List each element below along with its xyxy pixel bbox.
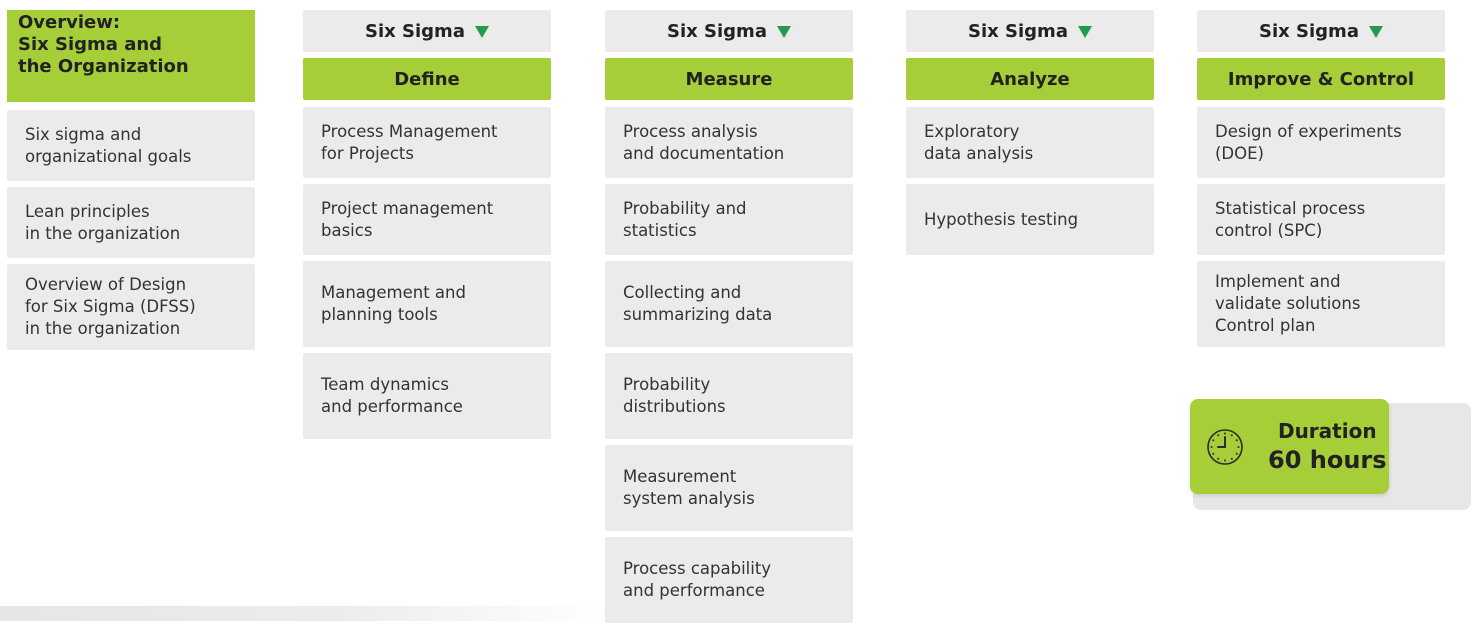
bottom-fade: [0, 606, 610, 621]
down-triangle-icon: [776, 26, 791, 38]
measure-item-collecting-data: Collecting and summarizing data: [605, 261, 853, 347]
duration-card: Duration 60 hours: [1190, 399, 1389, 494]
analyze-item-hypothesis: Hypothesis testing: [906, 184, 1154, 255]
analyze-header: Analyze: [906, 58, 1154, 100]
measure-item-probability-statistics: Probability and statistics: [605, 184, 853, 255]
define-item-process-management: Process Management for Projects: [303, 107, 551, 178]
analyze-item-exploratory: Exploratory data analysis: [906, 107, 1154, 178]
define-item-team-dynamics: Team dynamics and performance: [303, 353, 551, 439]
improve-item-doe: Design of experiments (DOE): [1197, 107, 1445, 178]
improve-item-spc: Statistical process control (SPC): [1197, 184, 1445, 255]
duration-text: Duration 60 hours: [1268, 418, 1387, 476]
measure-item-process-capability: Process capability and performance: [605, 537, 853, 623]
overview-items: Six sigma and organizational goals Lean …: [7, 110, 255, 350]
improve-items: Design of experiments (DOE) Statistical …: [1197, 107, 1445, 347]
clock-icon: [1207, 428, 1243, 465]
define-item-project-management: Project management basics: [303, 184, 551, 255]
measure-item-process-analysis: Process analysis and documentation: [605, 107, 853, 178]
improve-item-implement: Implement and validate solutions Control…: [1197, 261, 1445, 347]
measure-item-probability-distributions: Probability distributions: [605, 353, 853, 439]
define-tab[interactable]: Six Sigma: [303, 10, 551, 52]
duration-label: Duration: [1277, 418, 1377, 443]
overview-header: Overview: Six Sigma and the Organization: [7, 10, 255, 102]
define-items: Process Management for Projects Project …: [303, 107, 551, 439]
analyze-items: Exploratory data analysis Hypothesis tes…: [906, 107, 1154, 255]
overview-item-goals: Six sigma and organizational goals: [7, 110, 255, 181]
define-item-planning-tools: Management and planning tools: [303, 261, 551, 347]
analyze-tab-label: Six Sigma: [968, 20, 1068, 42]
analyze-tab[interactable]: Six Sigma: [906, 10, 1154, 52]
duration-value: 60 hours: [1268, 445, 1387, 474]
improve-column: Six Sigma Improve & Control Design of ex…: [1197, 10, 1445, 353]
define-tab-label: Six Sigma: [365, 20, 465, 42]
overview-item-dfss: Overview of Design for Six Sigma (DFSS) …: [7, 264, 255, 350]
define-header: Define: [303, 58, 551, 100]
down-triangle-icon: [474, 26, 489, 38]
improve-tab-label: Six Sigma: [1259, 20, 1359, 42]
measure-item-measurement-system: Measurement system analysis: [605, 445, 853, 531]
measure-column: Six Sigma Measure Process analysis and d…: [605, 10, 853, 629]
measure-tab-label: Six Sigma: [667, 20, 767, 42]
overview-column: Overview: Six Sigma and the Organization…: [7, 10, 255, 356]
define-column: Six Sigma Define Process Management for …: [303, 10, 551, 445]
analyze-column: Six Sigma Analyze Exploratory data analy…: [906, 10, 1154, 261]
improve-tab[interactable]: Six Sigma: [1197, 10, 1445, 52]
improve-header: Improve & Control: [1197, 58, 1445, 100]
measure-header: Measure: [605, 58, 853, 100]
down-triangle-icon: [1368, 26, 1383, 38]
overview-item-lean: Lean principles in the organization: [7, 187, 255, 258]
measure-items: Process analysis and documentation Proba…: [605, 107, 853, 623]
down-triangle-icon: [1077, 26, 1092, 38]
measure-tab[interactable]: Six Sigma: [605, 10, 853, 52]
